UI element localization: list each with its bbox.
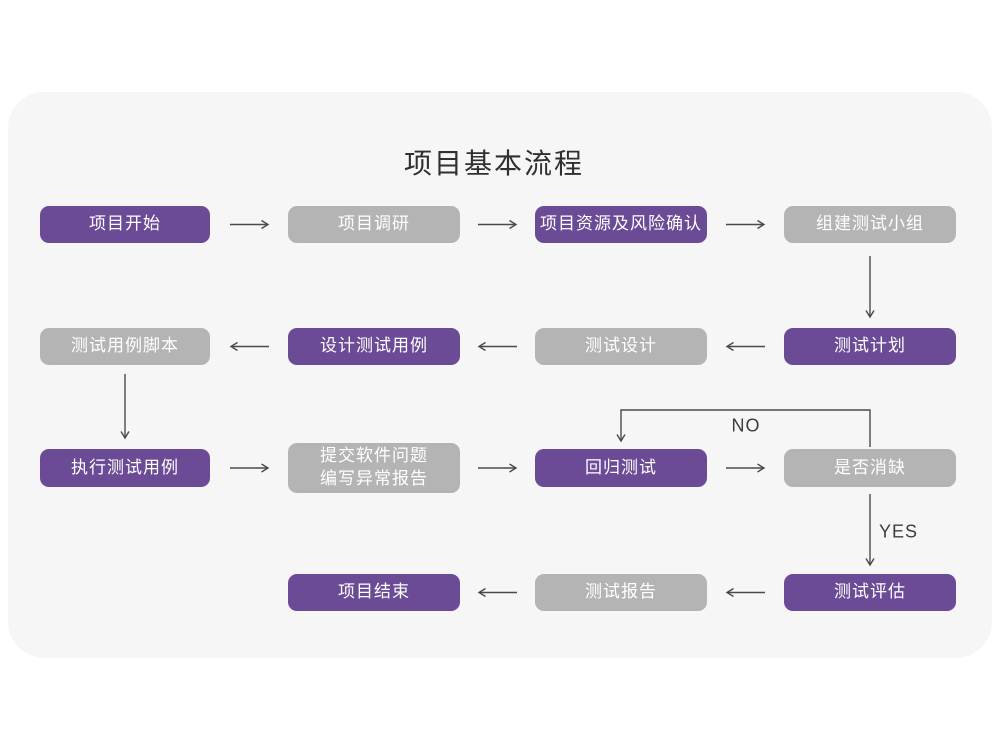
node-test-plan: 测试计划: [784, 328, 956, 365]
node-regression-test: 回归测试: [535, 449, 707, 487]
node-project-start: 项目开始: [40, 206, 210, 243]
no-label: NO: [731, 415, 761, 436]
node-build-team: 组建测试小组: [784, 206, 956, 243]
node-test-design: 测试设计: [535, 328, 707, 365]
node-case-script: 测试用例脚本: [40, 328, 210, 365]
diagram-title: 项目基本流程: [403, 148, 584, 179]
node-test-report: 测试报告: [535, 574, 707, 611]
node-project-research: 项目调研: [288, 206, 460, 243]
node-project-end: 项目结束: [288, 574, 460, 611]
node-defect-cleared: 是否消缺: [784, 449, 956, 487]
node-test-evaluate: 测试评估: [784, 574, 956, 611]
node-resource-risk: 项目资源及风险确认: [535, 206, 707, 243]
node-execute-cases: 执行测试用例: [40, 449, 210, 487]
node-design-cases: 设计测试用例: [288, 328, 460, 365]
yes-label: YES: [879, 521, 919, 542]
flowchart-card: [8, 92, 992, 658]
node-submit-issues: 提交软件问题 编写异常报告: [288, 443, 460, 493]
